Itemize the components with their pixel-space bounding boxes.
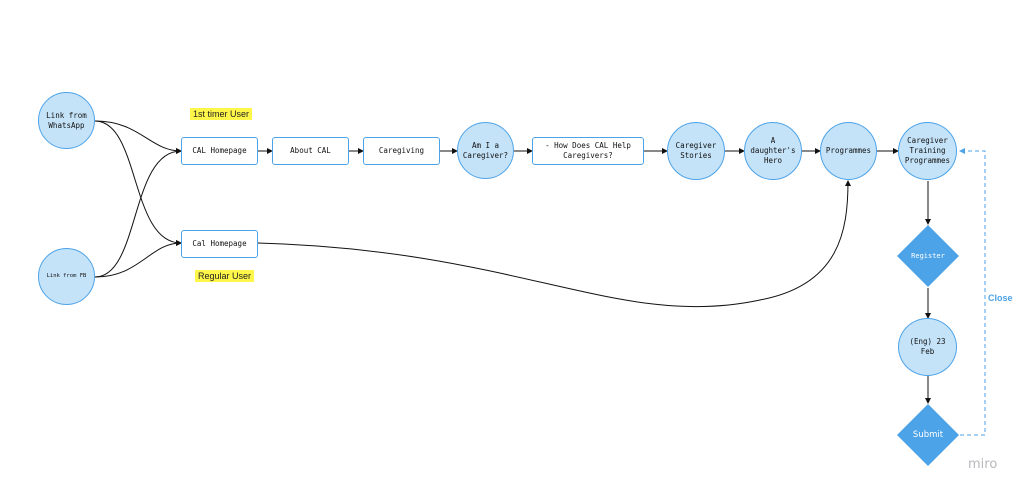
node-programmes[interactable]: Programmes <box>820 122 877 180</box>
edge-whatsapp-to-cal-homepage-regular <box>94 120 182 246</box>
node-am-i-a-caregiver[interactable]: Am I a Caregiver? <box>457 122 514 179</box>
edge-fb-to-cal-homepage <box>94 148 182 278</box>
node-register-decision[interactable]: Register <box>896 224 960 288</box>
register-label: Register <box>911 252 945 260</box>
node-cal-homepage[interactable]: CAL Homepage <box>181 137 258 165</box>
sticky-regular-user[interactable]: Regular User <box>195 270 255 282</box>
node-link-from-whatsapp[interactable]: Link from WhatsApp <box>38 92 95 149</box>
submit-label: Submit <box>912 430 944 440</box>
node-caregiver-stories[interactable]: Caregiver Stories <box>667 122 725 180</box>
node-a-daughters-hero[interactable]: A daughter's Hero <box>744 122 802 180</box>
edge-whatsapp-to-cal-homepage <box>94 120 182 154</box>
miro-watermark: miro <box>968 457 998 472</box>
diamond-shape <box>897 225 959 287</box>
node-submit-decision[interactable]: Submit <box>896 403 960 467</box>
node-cal-homepage-regular[interactable]: Cal Homepage <box>181 230 258 258</box>
sticky-first-timer-user[interactable]: 1st timer User <box>190 108 253 120</box>
close-connector-label: Close <box>988 293 1013 303</box>
node-about-cal[interactable]: About CAL <box>272 137 349 165</box>
node-caregiving[interactable]: Caregiving <box>363 137 440 165</box>
edge-fb-to-cal-homepage-regular <box>94 240 182 278</box>
node-link-from-fb[interactable]: Link from FB <box>38 248 95 305</box>
node-caregiver-training-programmes[interactable]: Caregiver Training Programmes <box>898 122 957 180</box>
node-how-does-cal-help[interactable]: - How Does CAL Help Caregivers? <box>532 137 644 165</box>
edge-cal-homepage-regular-to-programmes <box>257 180 851 308</box>
node-eng-23-feb[interactable]: (Eng) 23 Feb <box>898 318 957 376</box>
edge-submit-close-to-training <box>959 148 986 436</box>
diamond-shape <box>897 404 959 466</box>
